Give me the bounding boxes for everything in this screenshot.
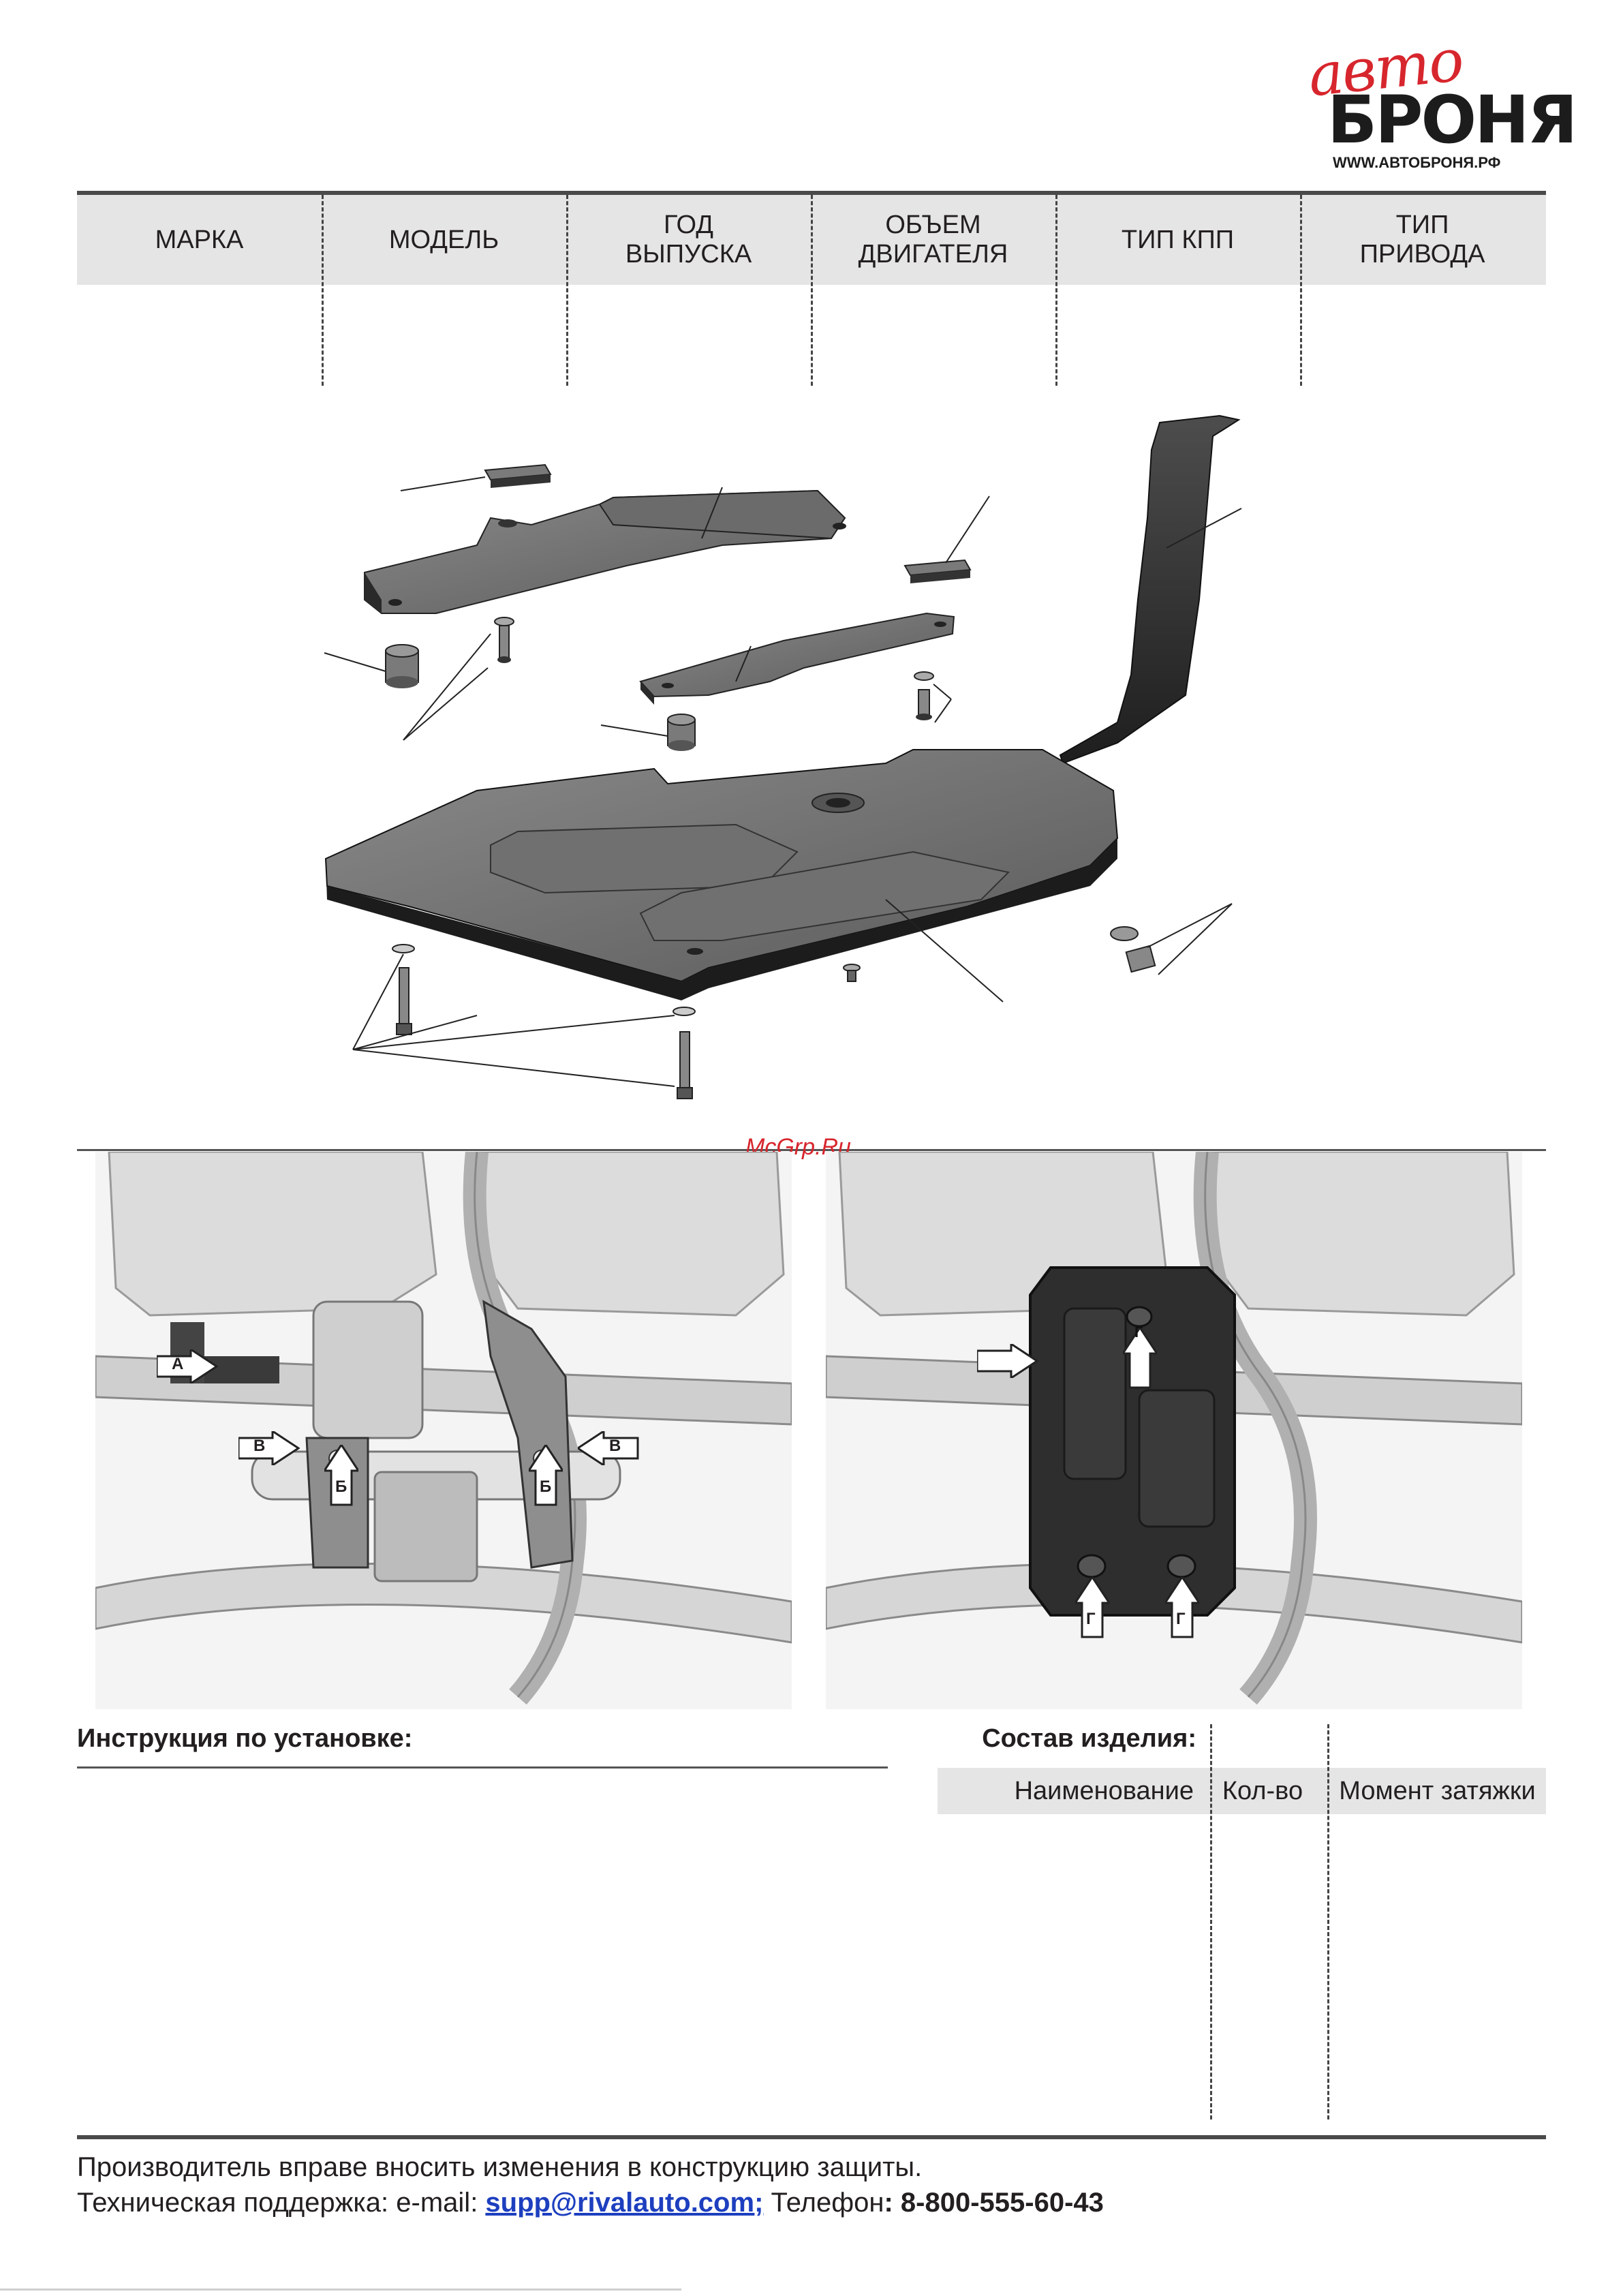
left-bracket-part <box>364 489 846 614</box>
logo-main-text: БРОНЯ <box>1327 82 1577 158</box>
arrow-marker-v: В <box>576 1429 639 1469</box>
arrow-label: В <box>609 1437 621 1455</box>
bolt-part <box>843 964 861 982</box>
arrow-label: Б <box>335 1478 347 1496</box>
arrow-marker-a: А <box>155 1347 219 1387</box>
column-gearbox: ТИП КПП <box>1121 225 1235 254</box>
bushing-part <box>385 644 419 688</box>
support-email-link[interactable]: supp@rivalauto.com <box>485 2188 755 2218</box>
arrow-marker-b: Б <box>322 1443 360 1510</box>
instructions-title: Инструкция по установке: <box>77 1724 413 1753</box>
arrow-label: В <box>253 1437 266 1455</box>
column-divider <box>1210 1724 1212 2119</box>
table-top-rule <box>77 191 1546 195</box>
footer-support: Техническая поддержка: e-mail: supp@riva… <box>77 2188 1104 2218</box>
arrow-marker-g: Г <box>1121 1323 1159 1392</box>
spacer-plate-part <box>903 559 972 583</box>
spacer-plate-part <box>484 463 552 488</box>
column-divider <box>1300 195 1302 386</box>
support-prefix: Техническая поддержка: e-mail: <box>77 2188 486 2218</box>
support-phone: : 8-800-555-60-43 <box>884 2188 1104 2218</box>
arrow-marker-plate <box>976 1342 1039 1381</box>
column-engine-volume: ОБЪЕМ ДВИГАТЕЛЯ <box>858 211 1008 269</box>
header-torque: Момент затяжки <box>1339 1776 1536 1805</box>
footer-disclaimer: Производитель вправе вносить изменения в… <box>77 2152 923 2182</box>
header-name: Наименование <box>1014 1776 1194 1805</box>
composition-header-band <box>938 1768 1546 1814</box>
email-suffix: ; <box>754 2188 764 2218</box>
column-brand: МАРКА <box>155 225 244 254</box>
arrow-label: А <box>172 1355 184 1373</box>
column-divider <box>811 195 813 386</box>
installation-photo-before: А В В Б Б <box>95 1152 792 1709</box>
arrow-label: Г <box>1086 1610 1096 1628</box>
arrow-label: Г <box>1134 1323 1143 1341</box>
header-qty: Кол-во <box>1222 1776 1303 1805</box>
instructions-rule <box>77 1766 888 1769</box>
column-divider <box>566 195 568 386</box>
bolt-part <box>494 617 514 663</box>
middle-bracket-part <box>639 612 955 705</box>
column-divider <box>322 195 324 386</box>
bolt-part <box>1110 926 1156 973</box>
phone-prefix: Телефон <box>763 2188 884 2218</box>
arrow-label: Б <box>540 1478 552 1496</box>
main-skid-plate-part <box>324 749 1119 1000</box>
column-drive: ТИП ПРИВОДА <box>1359 211 1485 269</box>
bolt-part <box>914 671 934 720</box>
column-year: ГОД ВЫПУСКА <box>625 211 752 269</box>
column-model: МОДЕЛЬ <box>388 225 499 254</box>
arrow-marker-g: Г <box>1163 1575 1201 1642</box>
logo-url: WWW.АВТОБРОНЯ.РФ <box>1333 154 1501 171</box>
installation-photo-after: Г Г Г <box>826 1152 1522 1709</box>
arrow-label: Г <box>1176 1610 1186 1628</box>
composition-title: Состав изделия: <box>982 1724 1196 1753</box>
bolt-part <box>392 944 415 1035</box>
arrow-marker-b: Б <box>527 1443 565 1510</box>
section-rule <box>77 1149 1546 1151</box>
column-divider <box>1055 195 1057 386</box>
footer-rule <box>77 2135 1546 2139</box>
bushing-part <box>667 714 696 751</box>
arrow-marker-v: В <box>237 1429 300 1469</box>
column-divider <box>1327 1724 1329 2119</box>
bolt-part <box>673 1007 696 1099</box>
arrow-marker-g: Г <box>1073 1575 1111 1642</box>
page-bottom-mark <box>0 2289 681 2291</box>
tall-bracket-part <box>1059 414 1241 765</box>
exploded-parts-diagram <box>324 414 1242 1099</box>
